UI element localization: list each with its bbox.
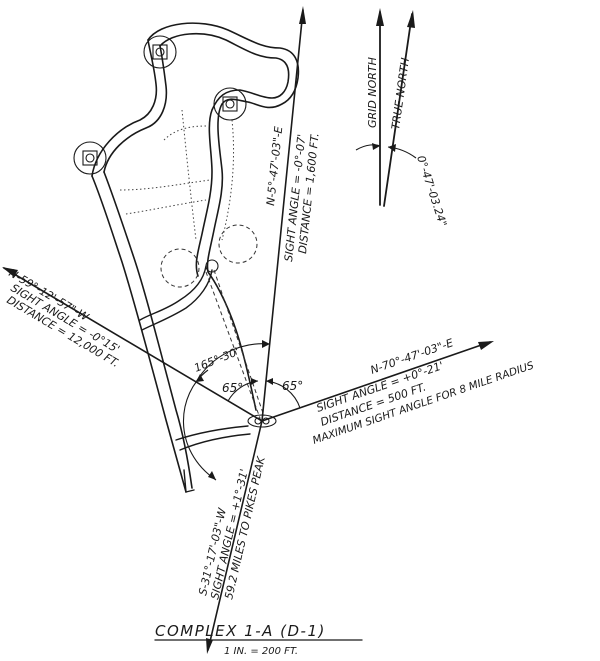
big-angle-label: 165°-30' — [192, 345, 241, 375]
north-arrows — [355, 8, 417, 207]
true-north-label: TRUE NORTH — [389, 57, 412, 130]
right-angle-label: 65° — [282, 379, 303, 393]
silo-pad-2 — [213, 87, 247, 121]
drawing-scale: 1 IN. = 200 FT. — [224, 646, 298, 657]
declination-label: 0°-47'-03.24" — [414, 154, 449, 228]
left-angle-label: 65° — [222, 381, 243, 395]
grid-north-label: GRID NORTH — [366, 57, 379, 128]
west-ray — [2, 267, 263, 422]
complex-outline — [73, 22, 300, 493]
west-sight-angle-label: SIGHT ANGLE = -0°15' — [8, 281, 122, 356]
dashed-sight-line — [213, 269, 265, 417]
south-ray — [206, 420, 263, 654]
silo-pad-3 — [73, 141, 107, 175]
north-ray — [261, 6, 306, 422]
silo-pad-1 — [143, 35, 177, 69]
dashed-sight-line — [205, 271, 261, 419]
angle-arcs — [183, 340, 301, 481]
drawing-title: COMPLEX 1-A (D-1) — [155, 622, 326, 640]
title-block: COMPLEX 1-A (D-1) 1 IN. = 200 FT. — [154, 622, 363, 657]
north-bearing-label: N-5°-47'-03"-E — [264, 126, 285, 207]
